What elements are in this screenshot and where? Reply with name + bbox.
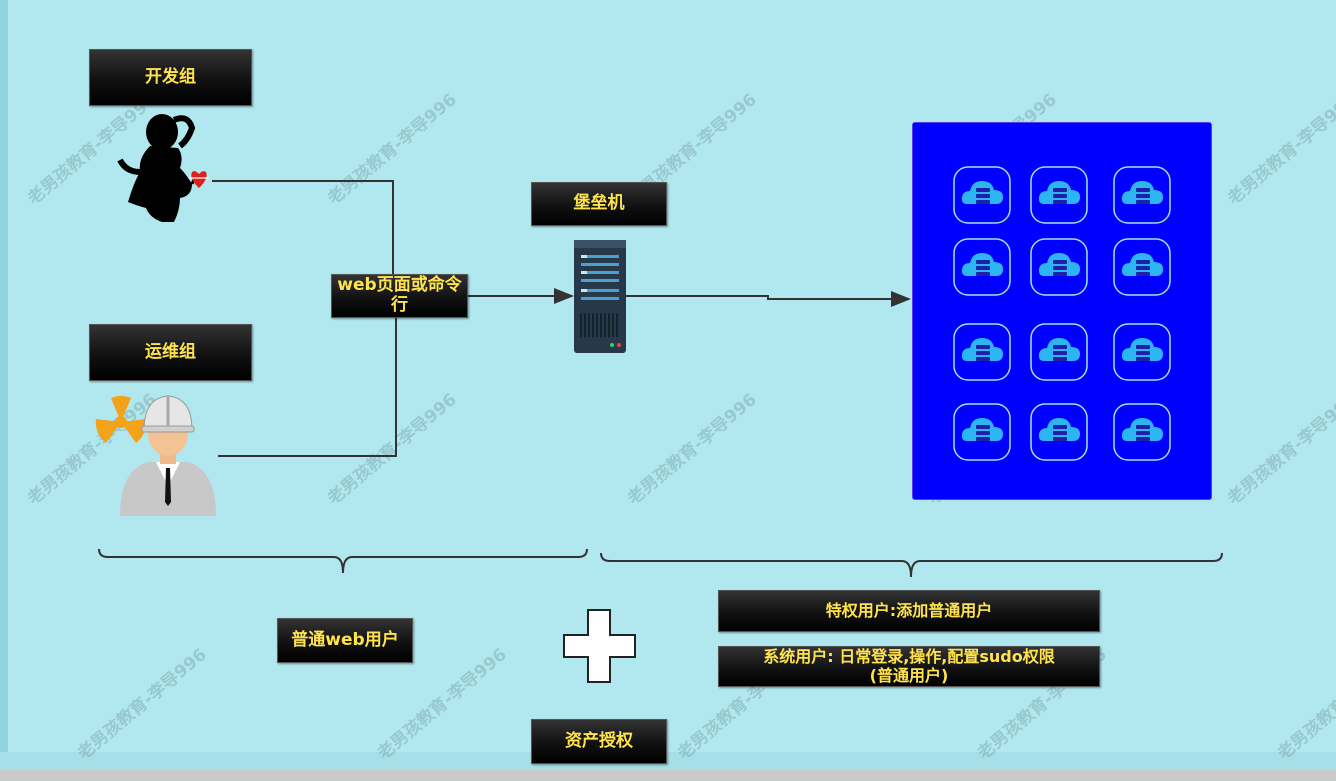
bastion-label: 堡垒机: [531, 182, 667, 226]
bottom-scroll-strip: [0, 770, 1336, 781]
bastion-server-icon: [574, 240, 626, 353]
cloud-server-icon: [1030, 166, 1088, 224]
cloud-server-icon: [1113, 238, 1171, 296]
asset-auth-label: 资产授权: [531, 719, 667, 764]
ops-group-label: 运维组: [89, 324, 252, 381]
left-brace: [98, 548, 588, 574]
cloud-server-icon: [953, 166, 1011, 224]
privileged-user-label: 特权用户:添加普通用户: [718, 590, 1100, 632]
cloud-server-icon: [953, 238, 1011, 296]
plus-icon: [563, 609, 636, 683]
cloud-server-icon: [1113, 166, 1171, 224]
cloud-server-icon: [1113, 323, 1171, 381]
ops-connector: [218, 318, 397, 457]
cloud-server-icon: [1030, 403, 1088, 461]
cloud-server-icon: [1030, 323, 1088, 381]
cloud-server-icon: [953, 323, 1011, 381]
ops-engineer-icon: [95, 395, 216, 516]
bastion-to-assets-arrow: [626, 291, 911, 307]
system-user-label: 系统用户: 日常登录,操作,配置sudo权限(普通用户): [718, 646, 1100, 687]
cloud-server-icon: [1030, 238, 1088, 296]
left-edge-strip: [0, 0, 8, 781]
access-method-label: web页面或命令行: [331, 274, 468, 318]
developer-figure-icon: [117, 114, 209, 222]
dev-connector: [212, 180, 394, 275]
dev-group-label: 开发组: [89, 49, 252, 106]
cloud-server-icon: [1113, 403, 1171, 461]
right-brace: [600, 552, 1223, 578]
web-user-label: 普通web用户: [277, 618, 413, 663]
cloud-server-icon: [953, 403, 1011, 461]
